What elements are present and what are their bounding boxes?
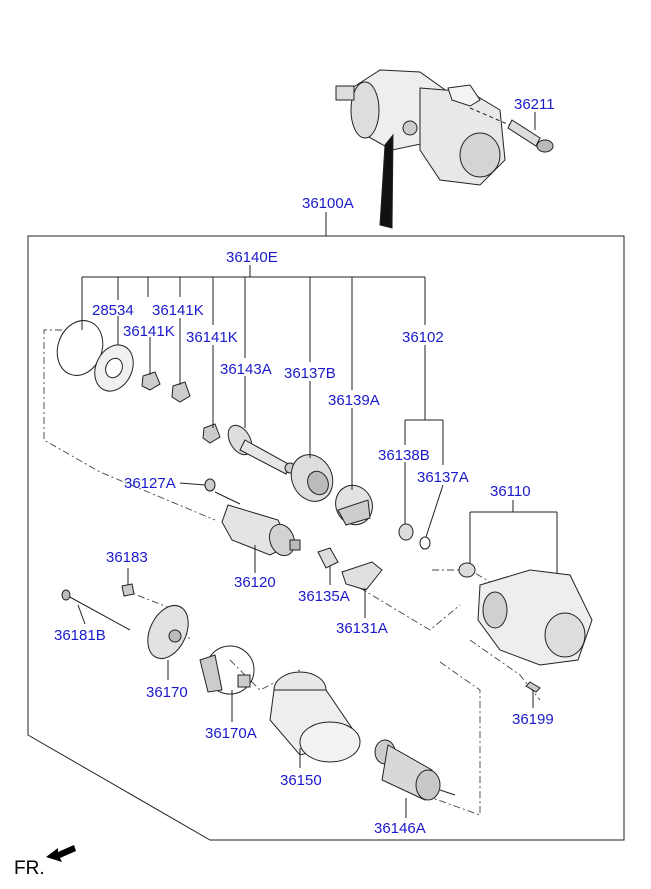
gear-36137B-illustration (290, 454, 334, 502)
label-36170A: 36170A (205, 725, 257, 742)
label-36141K-b: 36141K (123, 323, 175, 340)
bushing-36138B-illustration (398, 523, 414, 541)
label-36120: 36120 (234, 574, 276, 591)
bracket-36140E (81, 265, 426, 390)
pinion-36139A-illustration (335, 484, 373, 526)
label-36170: 36170 (146, 684, 188, 701)
bracket-36102 (404, 345, 444, 541)
housing-36110-illustration (477, 569, 593, 666)
oring-28534-illustration (56, 320, 134, 392)
label-36141K-c: 36141K (186, 329, 238, 346)
label-28534: 28534 (92, 302, 134, 319)
label-36137B: 36137B (284, 365, 336, 382)
label-36102: 36102 (402, 329, 444, 346)
label-36199: 36199 (512, 711, 554, 728)
armature-36146A-illustration (374, 739, 456, 801)
starter-assembly-illustration (335, 69, 506, 229)
bolt-36211-illustration (469, 107, 554, 153)
label-36140E: 36140E (226, 249, 278, 266)
label-36141K-a: 36141K (152, 302, 204, 319)
label-36127A: 36127A (124, 475, 176, 492)
label-36135A: 36135A (298, 588, 350, 605)
shaft-36143A-illustration (227, 424, 296, 475)
exploded-view-border (27, 235, 625, 841)
part-36127A-illustration (204, 478, 216, 492)
through-bolt-36181B-illustration (61, 589, 131, 631)
label-36131A: 36131A (336, 620, 388, 637)
nuts-36141K-illustration (141, 371, 221, 444)
label-36181B: 36181B (54, 627, 106, 644)
washer-36137A-illustration (419, 536, 431, 550)
label-36143A: 36143A (220, 361, 272, 378)
end-plate-36170-illustration (147, 605, 189, 659)
label-36100A: 36100A (302, 195, 354, 212)
solenoid-36120-illustration (214, 491, 301, 557)
front-direction-label: FR. (14, 858, 45, 879)
label-36138B: 36138B (378, 447, 430, 464)
yoke-36150-illustration (269, 671, 361, 763)
label-36150: 36150 (280, 772, 322, 789)
fork-36131A-illustration (341, 561, 383, 591)
screw-36183-illustration (121, 568, 135, 597)
label-36146A: 36146A (374, 820, 426, 837)
label-36183: 36183 (106, 549, 148, 566)
label-36110: 36110 (490, 483, 531, 500)
part-36135A-illustration (317, 547, 339, 569)
front-arrow-icon (46, 845, 76, 862)
pin-36199-illustration (525, 681, 541, 693)
label-36211: 36211 (514, 96, 555, 113)
label-36137A: 36137A (417, 469, 469, 486)
label-36139A: 36139A (328, 392, 380, 409)
brush-holder-36170A-illustration (199, 645, 255, 695)
bushing-36110-illustration (458, 562, 476, 578)
bracket-36110 (469, 500, 558, 575)
